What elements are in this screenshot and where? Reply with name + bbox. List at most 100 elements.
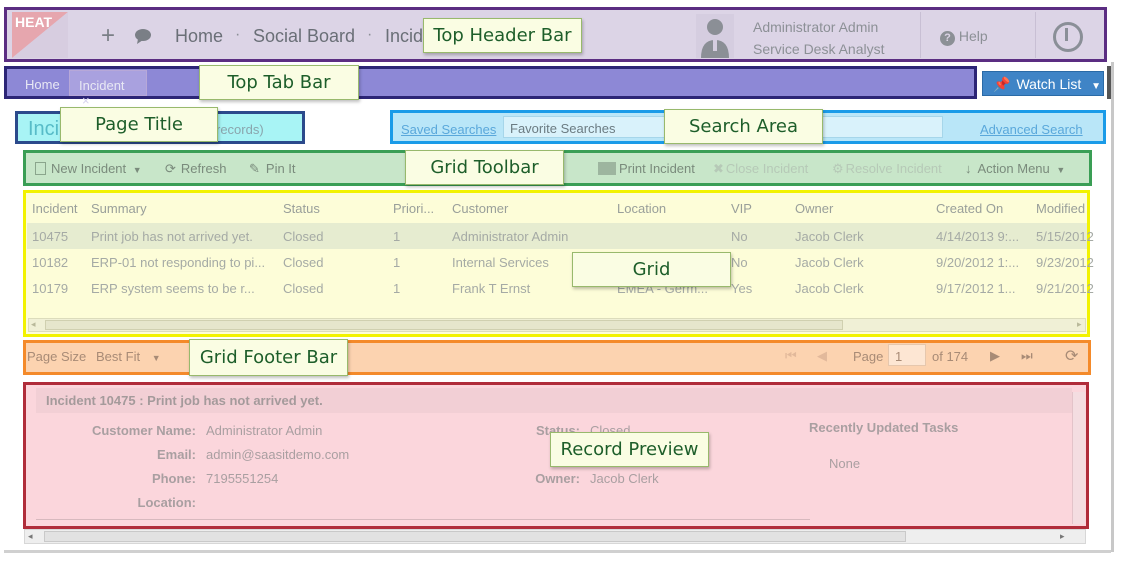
- watch-list-button[interactable]: 📌Watch List ▼: [982, 71, 1104, 96]
- grid-cell[interactable]: Yes: [731, 281, 753, 296]
- next-page-icon[interactable]: ▶: [990, 348, 1000, 363]
- grid-cell[interactable]: No: [731, 255, 748, 270]
- grid-cell[interactable]: Internal Services: [452, 255, 549, 270]
- grid-cell[interactable]: 9/21/2012: [1036, 281, 1094, 296]
- new-incident-label: New Incident: [51, 161, 127, 176]
- grid-cell[interactable]: Jacob Clerk: [795, 281, 864, 296]
- resolve-incident-button[interactable]: ⚙Resolve Incident: [832, 161, 942, 177]
- callout-grid-toolbar: Grid Toolbar: [405, 150, 564, 185]
- grid-cell[interactable]: Closed: [283, 255, 324, 270]
- page-total: of 174: [932, 349, 969, 364]
- reload-icon[interactable]: ⟳: [1065, 348, 1079, 365]
- user-role: Service Desk Analyst: [753, 41, 885, 57]
- grid-cell[interactable]: 9/17/2012 1...: [936, 281, 1016, 296]
- page-number-input[interactable]: 1: [888, 344, 926, 366]
- first-page-icon[interactable]: ⏮: [785, 348, 797, 363]
- callout-search-area: Search Area: [664, 109, 823, 144]
- selected-row-highlight: [27, 223, 1087, 249]
- advanced-search-link[interactable]: Advanced Search: [980, 122, 1083, 137]
- grid-cell[interactable]: Print job has not arrived yet.: [91, 229, 253, 244]
- record-count: records): [216, 122, 264, 137]
- callout-grid-footer-bar: Grid Footer Bar: [189, 339, 348, 376]
- logout-power-icon[interactable]: [1053, 22, 1083, 52]
- grid-column-header[interactable]: Status: [283, 201, 320, 216]
- pin-it-button[interactable]: ✎Pin It: [249, 161, 296, 177]
- grid-cell[interactable]: 9/23/2012: [1036, 255, 1094, 270]
- window-frame: [4, 550, 1111, 553]
- plus-icon[interactable]: +: [101, 22, 116, 49]
- logo-text: HEAT: [15, 14, 53, 30]
- nav-home[interactable]: Home: [175, 26, 224, 46]
- grid-footer-bar: [23, 340, 1091, 375]
- chevron-down-icon: ▼: [151, 353, 161, 363]
- grid-column-header[interactable]: Created On: [936, 201, 1004, 216]
- new-incident-button[interactable]: New Incident ▼: [35, 161, 142, 176]
- grid-cell[interactable]: ERP-01 not responding to pi...: [91, 255, 266, 270]
- preview-title: Incident 10475 : Print job has not arriv…: [46, 393, 323, 408]
- grid-cell[interactable]: 10475: [32, 229, 69, 244]
- grid-column-header[interactable]: VIP: [731, 201, 752, 216]
- page-scroll-thumb[interactable]: [44, 531, 906, 542]
- new-document-icon: [35, 162, 46, 175]
- nav-incident[interactable]: Incid: [385, 26, 424, 46]
- page-size-select[interactable]: Best Fit ▼: [96, 349, 161, 364]
- prev-page-icon[interactable]: ◀: [817, 348, 827, 363]
- nav-social-board[interactable]: Social Board: [253, 26, 356, 46]
- grid-column-header[interactable]: Summary: [91, 201, 147, 216]
- grid-column-header[interactable]: Customer: [452, 201, 509, 216]
- grid-column-header[interactable]: Priori...: [393, 201, 435, 216]
- grid-cell[interactable]: 5/15/2012: [1036, 229, 1094, 244]
- tab-home[interactable]: Home: [16, 70, 68, 96]
- recent-tasks-title: Recently Updated Tasks: [809, 420, 959, 435]
- grid-column-header[interactable]: Incident: [32, 201, 78, 216]
- grid-cell[interactable]: Closed: [283, 229, 324, 244]
- preview-vertical-scrollbar[interactable]: [1072, 392, 1085, 524]
- grid-cell[interactable]: Closed: [283, 281, 324, 296]
- callout-record-preview: Record Preview: [550, 432, 709, 467]
- print-incident-button[interactable]: Print Incident: [598, 161, 695, 176]
- heat-logo[interactable]: HEAT: [12, 12, 68, 58]
- grid-column-header[interactable]: Modified: [1036, 201, 1086, 216]
- grid-cell[interactable]: Jacob Clerk: [795, 255, 864, 270]
- grid-cell[interactable]: ERP system seems to be r...: [91, 281, 255, 296]
- last-page-icon[interactable]: ⏭: [1021, 348, 1033, 363]
- grid-cell[interactable]: 10179: [32, 281, 69, 296]
- resolve-incident-label: Resolve Incident: [845, 161, 942, 176]
- chat-bubble-icon[interactable]: [134, 28, 152, 44]
- help-link[interactable]: ? Help: [940, 28, 988, 46]
- location-label: Location:: [137, 495, 197, 510]
- tab-incident-label: Incident: [79, 78, 125, 93]
- scroll-left-icon[interactable]: ◂: [31, 319, 36, 329]
- grid-cell[interactable]: Jacob Clerk: [795, 229, 864, 244]
- close-incident-button[interactable]: ✖Close Incident: [713, 161, 808, 177]
- tab-incident[interactable]: Incident ×: [69, 70, 147, 108]
- refresh-button[interactable]: ⟳Refresh: [165, 161, 226, 177]
- grid-cell[interactable]: 1: [393, 229, 401, 244]
- preview-divider: [36, 519, 810, 520]
- grid-cell[interactable]: 10182: [32, 255, 69, 270]
- saved-searches-link[interactable]: Saved Searches: [401, 122, 497, 137]
- user-name: Administrator Admin: [753, 19, 879, 35]
- scroll-right-icon[interactable]: ▸: [1060, 531, 1065, 541]
- grid-column-header[interactable]: Location: [617, 201, 667, 216]
- grid-cell[interactable]: 9/20/2012 1:...: [936, 255, 1020, 270]
- watch-list-label: Watch List: [1016, 76, 1082, 92]
- grid-cell[interactable]: 4/14/2013 9:...: [936, 229, 1020, 244]
- grid-cell[interactable]: 1: [393, 281, 401, 296]
- grid-cell[interactable]: Administrator Admin: [452, 229, 569, 244]
- email-value[interactable]: admin@saasitdemo.com: [206, 447, 350, 462]
- page-label: Page: [853, 349, 884, 364]
- callout-top-tab-bar: Top Tab Bar: [199, 65, 359, 100]
- grid-scroll-thumb[interactable]: [45, 320, 843, 330]
- pin-it-label: Pin It: [265, 161, 296, 176]
- action-menu-button[interactable]: ↓Action Menu ▼: [965, 161, 1065, 176]
- grid-cell[interactable]: 1: [393, 255, 401, 270]
- grid-column-header[interactable]: Owner: [795, 201, 834, 216]
- grid-cell[interactable]: No: [731, 229, 748, 244]
- user-avatar-icon[interactable]: [696, 14, 734, 58]
- tab-close-icon[interactable]: ×: [82, 93, 90, 108]
- grid-cell[interactable]: Frank T Ernst: [452, 281, 531, 296]
- scroll-right-icon[interactable]: ▸: [1077, 319, 1082, 329]
- callout-page-title: Page Title: [60, 107, 218, 142]
- scroll-left-icon[interactable]: ◂: [28, 531, 33, 541]
